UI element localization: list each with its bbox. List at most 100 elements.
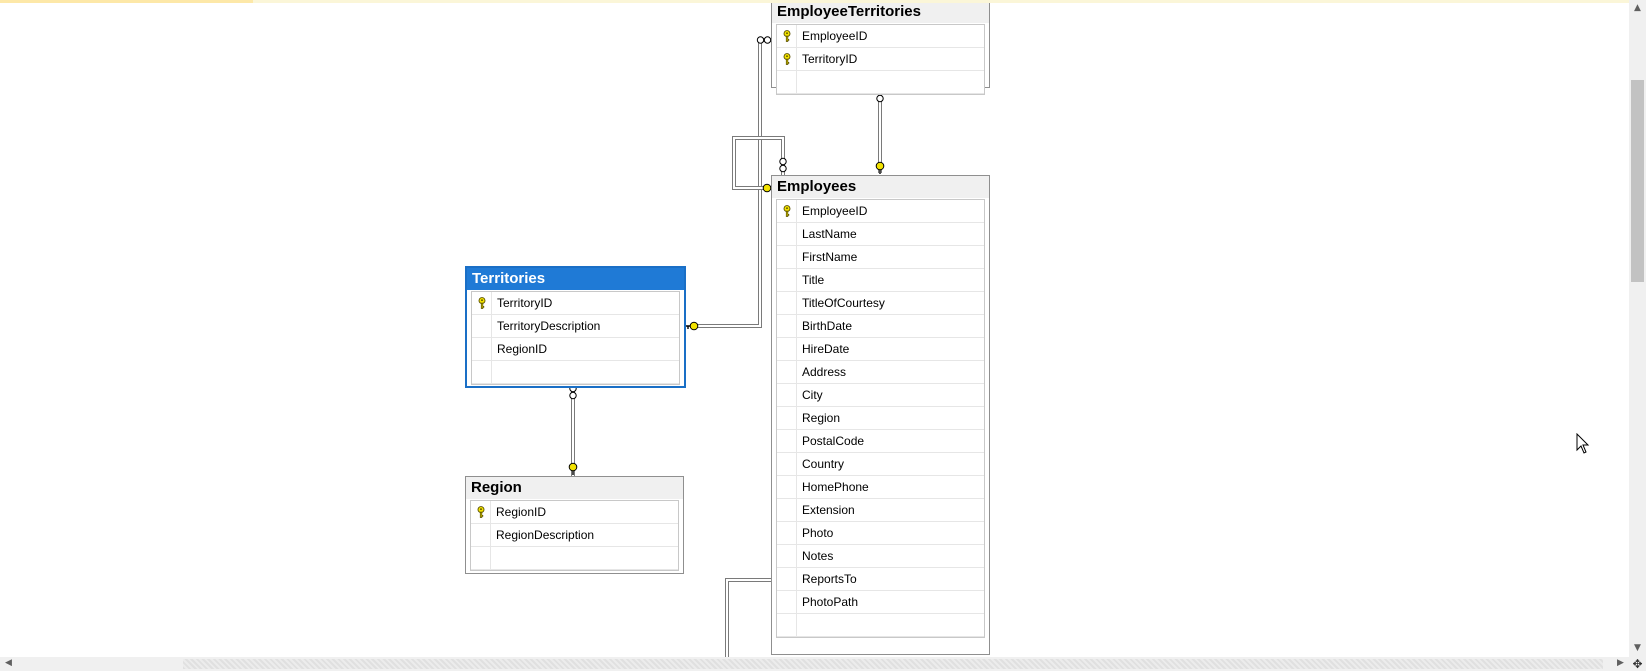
- column-name: TerritoryID: [802, 52, 858, 66]
- column-name: FirstName: [802, 250, 858, 264]
- column-row[interactable]: PhotoPath: [777, 591, 984, 614]
- column-row[interactable]: ReportsTo: [777, 568, 984, 591]
- column-row[interactable]: Region: [777, 407, 984, 430]
- row-gutter: [777, 292, 797, 314]
- column-name: PhotoPath: [802, 595, 859, 609]
- row-gutter: [777, 407, 797, 429]
- empty-row[interactable]: [777, 614, 984, 637]
- column-row[interactable]: RegionID: [471, 501, 678, 524]
- many-end-symbol: [779, 157, 787, 173]
- row-gutter: [777, 315, 797, 337]
- column-row[interactable]: Notes: [777, 545, 984, 568]
- column-row[interactable]: TitleOfCourtesy: [777, 292, 984, 315]
- column-name: RegionID: [496, 505, 547, 519]
- table-title[interactable]: Employees: [772, 176, 989, 198]
- empty-row[interactable]: [471, 547, 678, 570]
- row-gutter: [777, 71, 797, 93]
- column-row[interactable]: Photo: [777, 522, 984, 545]
- horizontal-scrollbar[interactable]: ◀ ▶: [0, 657, 1629, 671]
- row-gutter: [471, 501, 491, 523]
- column-name: PostalCode: [802, 434, 865, 448]
- arrow-left-icon[interactable]: ◀: [5, 658, 12, 668]
- column-name: Country: [802, 457, 845, 471]
- column-name: Address: [802, 365, 847, 379]
- column-name: LastName: [802, 227, 857, 241]
- row-gutter: [777, 48, 797, 70]
- column-list: RegionID RegionDescription: [470, 500, 679, 571]
- empty-row[interactable]: [472, 361, 679, 384]
- column-name: ReportsTo: [802, 572, 857, 586]
- vertical-scrollbar[interactable]: ▲ ▼: [1629, 0, 1646, 657]
- one-end-key-symbol: [686, 321, 699, 331]
- arrow-up-icon[interactable]: ▲: [1634, 3, 1641, 13]
- row-gutter: [777, 453, 797, 475]
- relationship-line-employees-self[interactable]: [732, 136, 785, 190]
- column-row[interactable]: TerritoryID: [472, 292, 679, 315]
- column-row[interactable]: HireDate: [777, 338, 984, 361]
- column-name: City: [802, 388, 823, 402]
- row-gutter: [777, 522, 797, 544]
- vertical-scroll-thumb[interactable]: [1631, 80, 1644, 282]
- one-end-key-symbol: [875, 161, 885, 174]
- column-name: TitleOfCourtesy: [802, 296, 885, 310]
- column-name: RegionID: [497, 342, 548, 356]
- arrow-down-icon[interactable]: ▼: [1634, 643, 1641, 653]
- column-name: Notes: [802, 549, 834, 563]
- column-row[interactable]: TerritoryID: [777, 48, 984, 71]
- row-gutter: [777, 25, 797, 47]
- column-row[interactable]: BirthDate: [777, 315, 984, 338]
- column-name: EmployeeID: [802, 29, 868, 43]
- row-gutter: [777, 476, 797, 498]
- horizontal-scroll-thumb[interactable]: [183, 659, 1603, 669]
- column-row[interactable]: City: [777, 384, 984, 407]
- key-icon: [783, 205, 791, 217]
- column-name: HomePhone: [802, 480, 869, 494]
- row-gutter: [777, 223, 797, 245]
- relationship-line-territories-employeeterritories[interactable]: [690, 38, 771, 328]
- relationship-line-offscreen[interactable]: [725, 578, 771, 657]
- column-row[interactable]: FirstName: [777, 246, 984, 269]
- row-gutter: [777, 246, 797, 268]
- column-name: EmployeeID: [802, 204, 868, 218]
- row-gutter: [777, 361, 797, 383]
- column-row[interactable]: Address: [777, 361, 984, 384]
- column-row[interactable]: RegionDescription: [471, 524, 678, 547]
- table-title[interactable]: Region: [466, 477, 683, 499]
- column-row[interactable]: HomePhone: [777, 476, 984, 499]
- column-row[interactable]: Country: [777, 453, 984, 476]
- row-gutter: [777, 200, 797, 222]
- column-name: BirthDate: [802, 319, 853, 333]
- row-gutter: [777, 568, 797, 590]
- column-name: TerritoryID: [497, 296, 553, 310]
- column-row[interactable]: Extension: [777, 499, 984, 522]
- column-row[interactable]: RegionID: [472, 338, 679, 361]
- table-title[interactable]: EmployeeTerritories: [772, 3, 989, 23]
- progress-fill: [0, 0, 254, 3]
- column-row[interactable]: Title: [777, 269, 984, 292]
- empty-row[interactable]: [777, 71, 984, 94]
- column-name: TerritoryDescription: [497, 319, 601, 333]
- row-gutter: [777, 430, 797, 452]
- key-icon: [783, 53, 791, 65]
- relationship-lines: [568, 36, 885, 657]
- column-name: Photo: [802, 526, 834, 540]
- table-title[interactable]: Territories: [467, 268, 684, 290]
- column-row[interactable]: EmployeeID: [777, 200, 984, 223]
- column-name: Title: [802, 273, 825, 287]
- row-gutter: [777, 338, 797, 360]
- column-row[interactable]: EmployeeID: [777, 25, 984, 48]
- column-row[interactable]: TerritoryDescription: [472, 315, 679, 338]
- move-icon[interactable]: ✥: [1629, 657, 1646, 671]
- key-icon: [478, 297, 486, 309]
- row-gutter: [777, 614, 797, 636]
- row-gutter: [472, 315, 492, 337]
- column-row[interactable]: PostalCode: [777, 430, 984, 453]
- column-row[interactable]: LastName: [777, 223, 984, 246]
- arrow-right-icon[interactable]: ▶: [1617, 658, 1624, 668]
